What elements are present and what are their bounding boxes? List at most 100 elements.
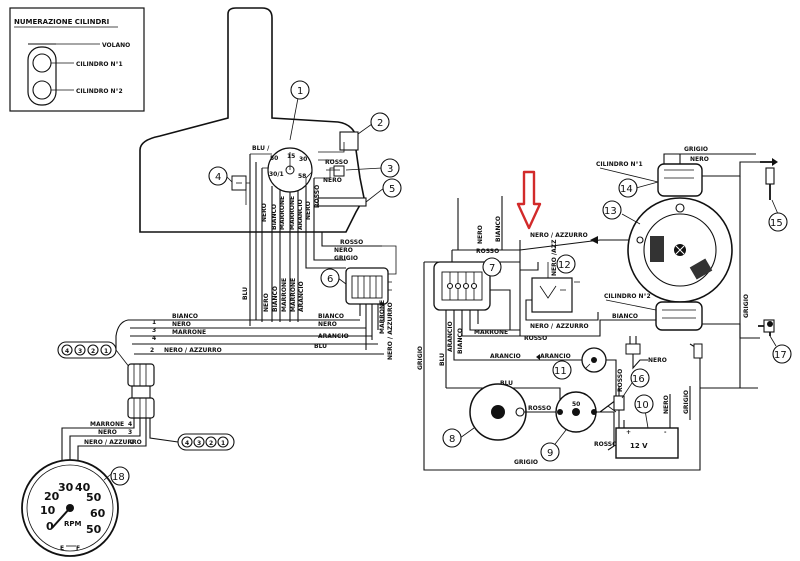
wire-label-grigio-h1: GRIGIO — [334, 255, 358, 262]
tach-rpm-unit: RPM — [64, 520, 82, 528]
wire-label-bianco-h2: BIANCO — [318, 313, 344, 320]
wire-label-nero-tach: NERO — [98, 429, 117, 436]
tach-tick-0: 0 — [46, 520, 54, 533]
wire-label-nero-h2: NERO — [318, 321, 337, 328]
key-pos-15: 15 — [287, 153, 295, 160]
tach-wire-num-2b: 2 — [130, 439, 134, 446]
wire-label-rosso-9: ROSSO — [594, 441, 617, 448]
wire-label-rosso-v1: ROSSO — [314, 185, 321, 208]
legend-cylinder-2: CILINDRO N°2 — [76, 88, 123, 95]
wire-label-marrone-v1: MARRONE — [279, 196, 286, 230]
harness-plug: MARRONE 4 NERO 3 NERO / AZZURRO 2 — [61, 363, 179, 478]
callout-8: 8 — [449, 434, 455, 445]
red-arrow-annotation — [516, 170, 542, 230]
key-pos-58: 58 — [298, 173, 306, 180]
tach-bundle: BIANCO NERO MARRONE NERO / AZZURRO BIANC… — [115, 313, 384, 355]
remote-control-box: 50 15 30 30/1 58 BLU / ROSSO NERO NERO B… — [139, 7, 367, 233]
wire-label-nero-top: NERO — [477, 225, 484, 244]
label-cilindro-1: CILINDRO N°1 — [596, 161, 643, 168]
wire-label-marrone-v2: MARRONE — [289, 196, 296, 230]
tach-wire-num-1: 1 — [152, 319, 156, 326]
wire-label-nero-azzurro-tach: NERO / AZZURRO — [84, 439, 142, 446]
callout-14: 14 — [620, 184, 633, 195]
wire-label-nero-sensor: NERO — [648, 357, 667, 364]
cylinder-numbering-legend: NUMERAZIONE CILINDRI VOLANO CILINDRO N°1… — [9, 7, 145, 112]
wire-label-grigio-coil1: GRIGIO — [684, 146, 708, 153]
pin-upper-4: 4 — [65, 348, 69, 355]
wire-label-arancio-vr: ARANCIO — [447, 321, 454, 352]
wire-label-azzurro-12: AZZURRO — [556, 323, 589, 330]
battery-minus: - — [664, 429, 667, 436]
battery-plus: + — [626, 429, 631, 436]
tach-wire-num-3b: 3 — [128, 429, 132, 436]
pin-tag-lower: 4 3 2 1 — [177, 433, 235, 451]
wire-label-nero-h1: NERO — [334, 247, 353, 254]
callout-5: 5 — [389, 184, 395, 195]
key-pos-50: 50 — [270, 155, 278, 162]
legend-volano: VOLANO — [102, 42, 130, 49]
battery-label: 12 V — [630, 442, 648, 450]
wire-label-blu-r: BLU — [500, 380, 513, 387]
wire-label-rosso-11: ROSSO — [617, 369, 624, 392]
label-cilindro-2: CILINDRO N°2 — [604, 293, 651, 300]
wire-label-nero-azzurro-12: NERO / — [530, 323, 554, 330]
wire-label-arancio-r2: ARANCIO — [540, 353, 571, 360]
wire-label-nero-v3: NERO — [263, 293, 270, 312]
wire-label-blu-h: BLU — [314, 343, 327, 350]
wire-label-marrone-v4: MARRONE — [290, 278, 297, 312]
callout-17: 17 — [774, 350, 787, 361]
tach-indicator-e: E — [60, 545, 64, 552]
pin-upper-2: 2 — [91, 348, 95, 355]
wire-label-bianco-top: BIANCO — [495, 216, 502, 242]
wire-label-blu-v: BLU — [242, 287, 249, 300]
wire-label-bianco-h: BIANCO — [172, 313, 198, 320]
wire-label-grigio-bottom: GRIGIO — [514, 459, 538, 466]
tach-wire-num-4: 4 — [152, 335, 156, 342]
tach-tick-50b: 50 — [86, 523, 102, 536]
callout-4: 4 — [215, 172, 221, 183]
starter-terminal-50: 50 — [572, 401, 580, 408]
wire-label-bianco-v1: BIANCO — [271, 204, 278, 230]
wire-label-grigio-batt: GRIGIO — [683, 390, 690, 414]
pin-upper-3: 3 — [78, 348, 82, 355]
callout-9: 9 — [547, 448, 553, 459]
callout-13: 13 — [604, 206, 617, 217]
callout-6: 6 — [327, 274, 333, 285]
wire-label-rosso-box: ROSSO — [325, 159, 348, 166]
magneto-stator: GRIGIO NERO CILINDRO N°1 CILINDRO N°2 BI… — [596, 146, 778, 389]
wire-label-marrone-v3: MARRONE — [281, 278, 288, 312]
wire-label-nero-azzurro-top: NERO / AZZURRO — [530, 232, 588, 239]
wire-label-nero-batt: NERO — [663, 395, 670, 414]
legend-title: NUMERAZIONE CILINDRI — [14, 18, 109, 26]
wire-label-nero-v1: NERO — [261, 203, 268, 222]
wire-label-nero-coil1: NERO — [690, 156, 709, 163]
callout-18: 18 — [112, 472, 125, 483]
pin-lower-3: 3 — [197, 440, 201, 447]
callout-10: 10 — [636, 400, 649, 411]
tach-tick-60: 60 — [90, 507, 106, 520]
callout-16: 16 — [632, 374, 645, 385]
wire-label-nero-azzurro-h: NERO / AZZURRO — [164, 347, 222, 354]
tach-tick-50: 50 — [86, 491, 102, 504]
wire-label-rosso-r: ROSSO — [524, 335, 547, 342]
wire-label-nero-box: NERO — [323, 177, 342, 184]
wire-label-nero-h: NERO — [172, 321, 191, 328]
callout-12: 12 — [558, 260, 571, 271]
key-pos-30: 30 — [299, 156, 307, 163]
pin-tag-upper: 4 3 2 1 — [57, 341, 131, 369]
wire-label-arancio-r1: ARANCIO — [490, 353, 521, 360]
wire-label-bianco-vr: BIANCO — [457, 328, 464, 354]
tach-indicator-f: F — [76, 545, 80, 552]
callout-11: 11 — [554, 366, 567, 377]
tach-tick-30: 30 — [58, 481, 74, 494]
wire-label-arancio-v1: ARANCIO — [297, 199, 304, 230]
callout-1: 1 — [297, 86, 303, 97]
wire-label-bianco-v2: BIANCO — [272, 286, 279, 312]
control-harness: BLU NERO BIANCO MARRONE MARRONE ARANCIO … — [242, 232, 397, 360]
tach-tick-10: 10 — [40, 504, 56, 517]
pin-lower-2: 2 — [209, 440, 213, 447]
wire-label-rosso-8: ROSSO — [528, 405, 551, 412]
wire-label-marrone-r: MARRONE — [474, 329, 508, 336]
pin-lower-4: 4 — [185, 440, 189, 447]
